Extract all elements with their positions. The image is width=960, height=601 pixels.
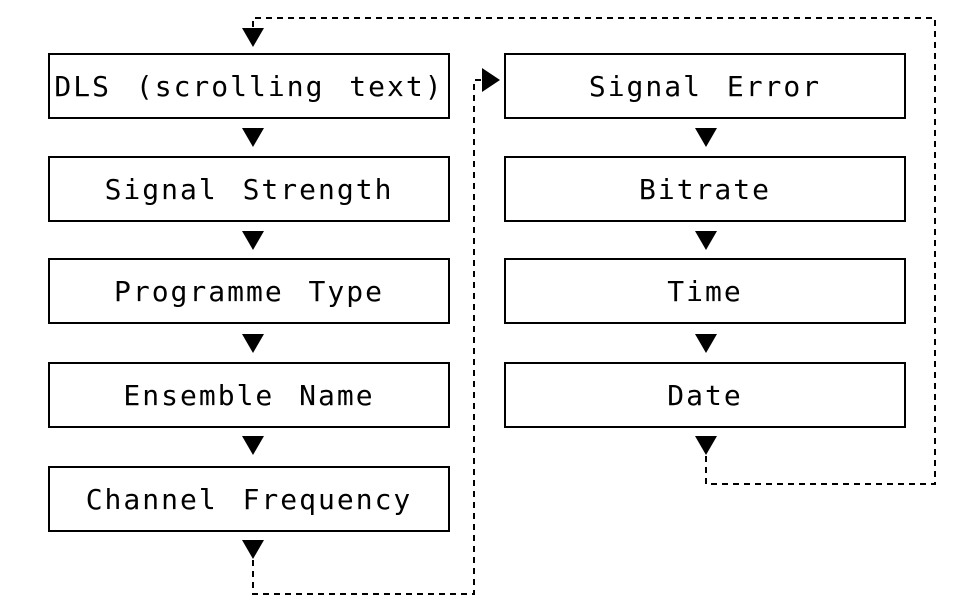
box-channel-frequency: Channel Frequency	[48, 466, 450, 532]
box-label: Bitrate	[638, 172, 771, 206]
arrow-down-icon	[695, 436, 717, 455]
arrow-down-icon	[695, 128, 717, 147]
box-label: Channel Frequency	[85, 482, 413, 516]
box-label: Signal Strength	[104, 172, 394, 206]
arrow-down-icon	[695, 334, 717, 353]
arrow-down-icon	[242, 128, 264, 147]
arrow-down-icon	[695, 231, 717, 250]
arrow-down-icon	[242, 436, 264, 455]
box-date: Date	[504, 362, 906, 428]
arrow-down-icon	[242, 334, 264, 353]
box-label: Ensemble Name	[123, 378, 375, 412]
box-label: DLS (scrolling text)	[54, 69, 444, 103]
arrow-right-icon	[482, 68, 500, 92]
box-signal-error: Signal Error	[504, 53, 906, 119]
box-label: Date	[667, 378, 743, 412]
arrow-down-icon	[242, 28, 264, 47]
box-time: Time	[504, 258, 906, 324]
box-label: Time	[667, 274, 743, 308]
box-label: Programme Type	[113, 274, 384, 308]
box-signal-strength: Signal Strength	[48, 156, 450, 222]
arrow-down-icon	[242, 231, 264, 250]
box-programme-type: Programme Type	[48, 258, 450, 324]
box-label: Signal Error	[588, 69, 822, 103]
box-dls-scrolling-text: DLS (scrolling text)	[48, 53, 450, 119]
box-ensemble-name: Ensemble Name	[48, 362, 450, 428]
box-bitrate: Bitrate	[504, 156, 906, 222]
arrow-down-icon	[242, 540, 264, 559]
